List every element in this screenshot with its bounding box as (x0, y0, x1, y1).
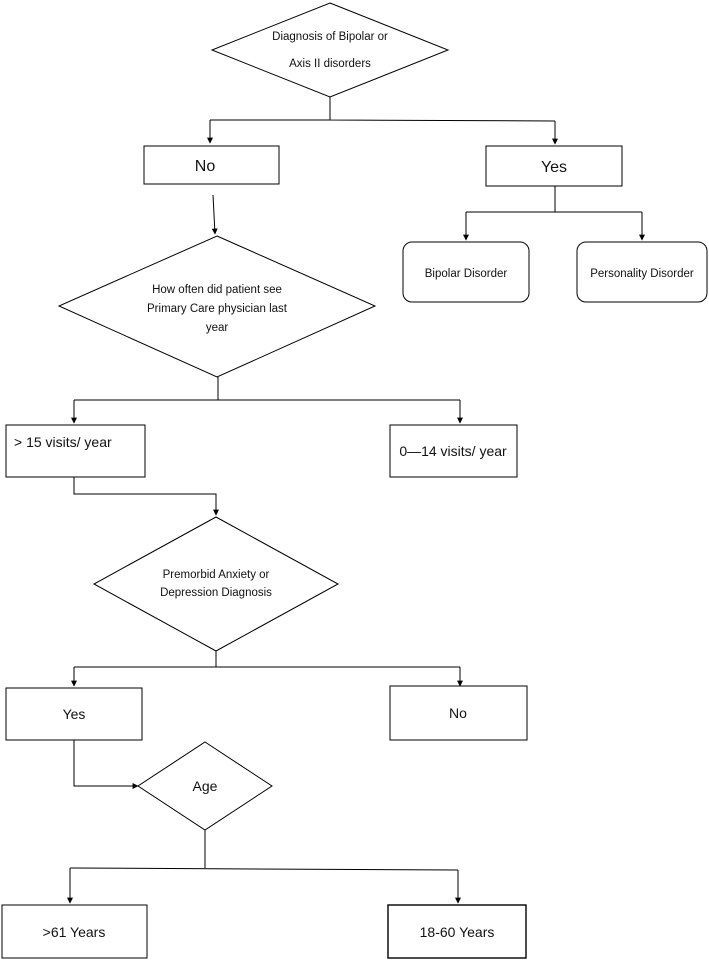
connector-no1-to-d2 (211, 194, 218, 235)
box-bipolar-disorder: Bipolar Disorder (402, 241, 530, 303)
box-age-over-61-label: >61 Years (43, 924, 106, 940)
box-yes-premorbid: Yes (5, 687, 143, 741)
box-bipolar-disorder-label: Bipolar Disorder (425, 268, 508, 280)
decision-visits-line-2: Primary Care physician last (147, 303, 288, 315)
decision-diagnosis-line-1: Diagnosis of Bipolar or (272, 31, 388, 43)
connectors (67, 97, 645, 904)
box-yes-diagnosis-label: Yes (541, 159, 567, 176)
box-no-premorbid: No (389, 685, 528, 741)
box-no-premorbid-label: No (449, 705, 467, 721)
box-visits-over-15: > 15 visits/ year (5, 424, 146, 478)
box-no-diagnosis-label: No (195, 158, 216, 175)
connector-yes2-to-age (73, 740, 139, 789)
box-visits-over-15-label: > 15 visits/ year (14, 434, 112, 450)
decision-premorbid-line-1: Premorbid Anxiety or (163, 569, 270, 581)
decision-diagnosis-line-2: Axis II disorders (289, 58, 371, 70)
decision-premorbid-anxiety-depression: Premorbid Anxiety or Depression Diagnosi… (92, 516, 340, 652)
box-yes-premorbid-label: Yes (63, 706, 86, 722)
box-yes-diagnosis: Yes (485, 145, 623, 187)
box-visits-0-14: 0—14 visits/ year (389, 424, 518, 478)
connector-visits-high-to-d3 (73, 477, 219, 516)
box-age-18-60: 18-60 Years (387, 904, 527, 959)
box-visits-0-14-label: 0—14 visits/ year (399, 443, 507, 459)
decision-primary-care-visits: How often did patient see Primary Care p… (57, 235, 377, 378)
decision-age: Age (137, 741, 273, 831)
connector-d1-split (210, 118, 556, 122)
box-no-diagnosis: No (143, 145, 280, 185)
box-age-over-61: >61 Years (1, 904, 148, 959)
box-personality-disorder-label: Personality Disorder (590, 268, 694, 280)
decision-visits-line-3: year (206, 322, 229, 334)
decision-premorbid-line-2: Depression Diagnosis (160, 587, 272, 599)
decision-diagnosis-bipolar-axis2: Diagnosis of Bipolar or Axis II disorder… (210, 2, 450, 98)
box-age-18-60-label: 18-60 Years (420, 924, 495, 940)
decision-age-label: Age (193, 778, 218, 794)
connector-age-split (69, 867, 459, 871)
box-personality-disorder: Personality Disorder (576, 241, 708, 303)
decision-visits-line-1: How often did patient see (152, 284, 282, 296)
